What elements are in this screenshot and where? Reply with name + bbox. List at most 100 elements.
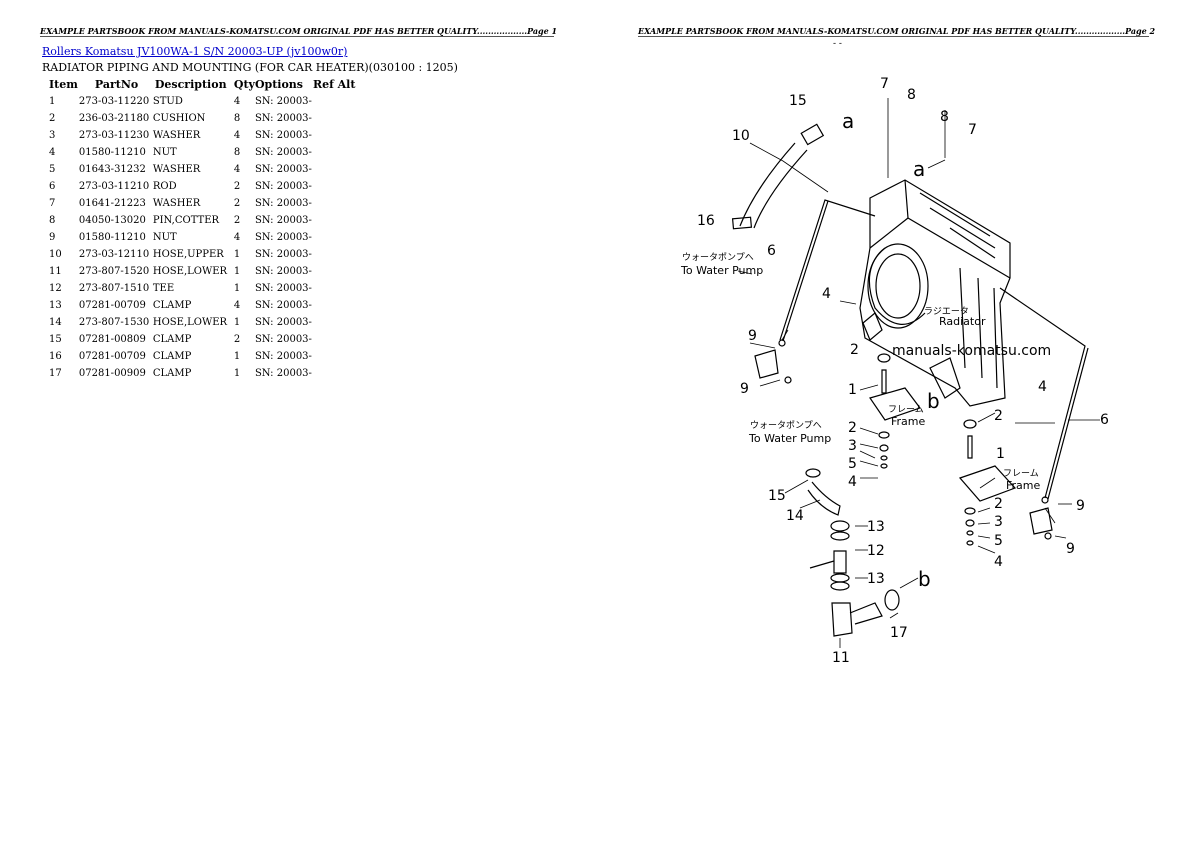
- cell-qty: 1: [233, 266, 241, 277]
- callout-num-11: 11: [832, 650, 850, 666]
- callout-num-7-a: 7: [880, 76, 889, 92]
- cell-ref-alt: [313, 314, 363, 331]
- cell-options: SN: 20003-: [254, 215, 312, 226]
- cell-ref-alt: [313, 331, 363, 348]
- cell-qty: 2: [233, 181, 241, 192]
- cell-partno: 273-807-1520: [78, 266, 150, 277]
- cell-ref-alt: [313, 212, 363, 229]
- cell-description: NUT: [152, 147, 177, 158]
- callout-num-17: 17: [890, 625, 908, 641]
- cell-ref-alt: [313, 144, 363, 161]
- cell-qty: 1: [233, 283, 241, 294]
- cell-item: 15: [49, 334, 62, 345]
- cell-qty: 2: [233, 334, 241, 345]
- cell-partno: 273-03-11230: [78, 130, 150, 141]
- radiator-label-en: Radiator: [939, 315, 986, 328]
- cell-description: CLAMP: [152, 351, 192, 362]
- model-title-link[interactable]: Rollers Komatsu JV100WA-1 S/N 20003-UP (…: [42, 45, 348, 58]
- callout-num-3-a: 3: [848, 438, 857, 454]
- cell-ref-alt: [313, 93, 363, 110]
- cell-options: SN: 20003-: [254, 164, 312, 175]
- cell-item: 1: [49, 96, 56, 107]
- callout-num-4-a: 4: [822, 286, 831, 302]
- callout-num-14: 14: [786, 508, 804, 524]
- cell-item: 3: [49, 130, 56, 141]
- callout-num-7-b: 7: [968, 122, 977, 138]
- cell-partno: 273-03-11210: [78, 181, 150, 192]
- callout-letter-b-mid: b: [927, 389, 940, 413]
- callout-num-2-d: 2: [994, 496, 1003, 512]
- cell-ref-alt: [313, 127, 363, 144]
- cell-description: STUD: [152, 96, 183, 107]
- frame-label-jp-1: フレーム: [888, 404, 924, 415]
- cell-item: 13: [49, 300, 62, 311]
- cell-item: 7: [49, 198, 56, 209]
- callout-num-9-b: 9: [740, 381, 749, 397]
- cell-ref-alt: [313, 229, 363, 246]
- cell-partno: 07281-00709: [78, 300, 146, 311]
- cell-partno: 04050-13020: [78, 215, 146, 226]
- cell-description: NUT: [152, 232, 177, 243]
- callout-num-4-b: 4: [1038, 379, 1047, 395]
- cell-item: 12: [49, 283, 62, 294]
- callout-num-2-b: 2: [994, 408, 1003, 424]
- cell-description: CUSHION: [152, 113, 206, 124]
- frame-label-jp-2: フレーム: [1003, 468, 1039, 479]
- cell-qty: 4: [233, 164, 241, 175]
- cell-qty: 4: [233, 130, 241, 141]
- cell-item: 11: [49, 266, 62, 277]
- cell-item: 10: [49, 249, 62, 260]
- pump-label-en-2: To Water Pump: [748, 432, 831, 445]
- cell-options: SN: 20003-: [254, 266, 312, 277]
- cell-qty: 2: [233, 198, 241, 209]
- cell-qty: 8: [233, 113, 241, 124]
- callout-num-4-d: 4: [994, 554, 1003, 570]
- cell-item: 16: [49, 351, 62, 362]
- col-header-options: Options: [254, 78, 303, 91]
- callout-num-9-c: 9: [1076, 498, 1085, 514]
- cell-qty: 1: [233, 249, 241, 260]
- cell-options: SN: 20003-: [254, 300, 312, 311]
- cell-description: CLAMP: [152, 334, 192, 345]
- rod-right: [999, 287, 1089, 500]
- cell-options: SN: 20003-: [254, 147, 312, 158]
- cell-options: SN: 20003-: [254, 232, 312, 243]
- callout-letter-a-mid: a: [913, 157, 925, 181]
- cell-description: TEE: [152, 283, 175, 294]
- cell-qty: 1: [233, 368, 241, 379]
- callout-num-3-b: 3: [994, 514, 1003, 530]
- callout-num-13-b: 13: [867, 571, 885, 587]
- cell-description: CLAMP: [152, 300, 192, 311]
- callout-num-5-a: 5: [848, 456, 857, 472]
- page-header-left: EXAMPLE PARTSBOOK FROM MANUALS-KOMATSU.C…: [40, 26, 558, 36]
- cell-ref-alt: [313, 110, 363, 127]
- callout-num-8-b: 8: [940, 109, 949, 125]
- callout-num-10: 10: [732, 128, 750, 144]
- section-subtitle: RADIATOR PIPING AND MOUNTING (FOR CAR HE…: [42, 61, 458, 74]
- cell-description: ROD: [152, 181, 177, 192]
- cell-qty: 4: [233, 96, 241, 107]
- exploded-parts-diagram: 15 10 a 7 8 8 7 a 16 6 4 9 2 9 1 b 4 2 6…: [680, 76, 1109, 666]
- cell-partno: 273-807-1530: [78, 317, 150, 328]
- frame-label-en-1: Frame: [891, 415, 926, 428]
- cell-options: SN: 20003-: [254, 351, 312, 362]
- parts-table: Item PartNo Description Qty Options Ref …: [42, 76, 363, 382]
- cell-item: 4: [49, 147, 56, 158]
- cell-description: HOSE,UPPER: [152, 249, 224, 260]
- header-dash: - -: [833, 39, 842, 49]
- frame-label-en-2: Frame: [1006, 479, 1041, 492]
- pump-label-jp-2: ウォータポンプへ: [750, 420, 822, 431]
- cell-options: SN: 20003-: [254, 113, 312, 124]
